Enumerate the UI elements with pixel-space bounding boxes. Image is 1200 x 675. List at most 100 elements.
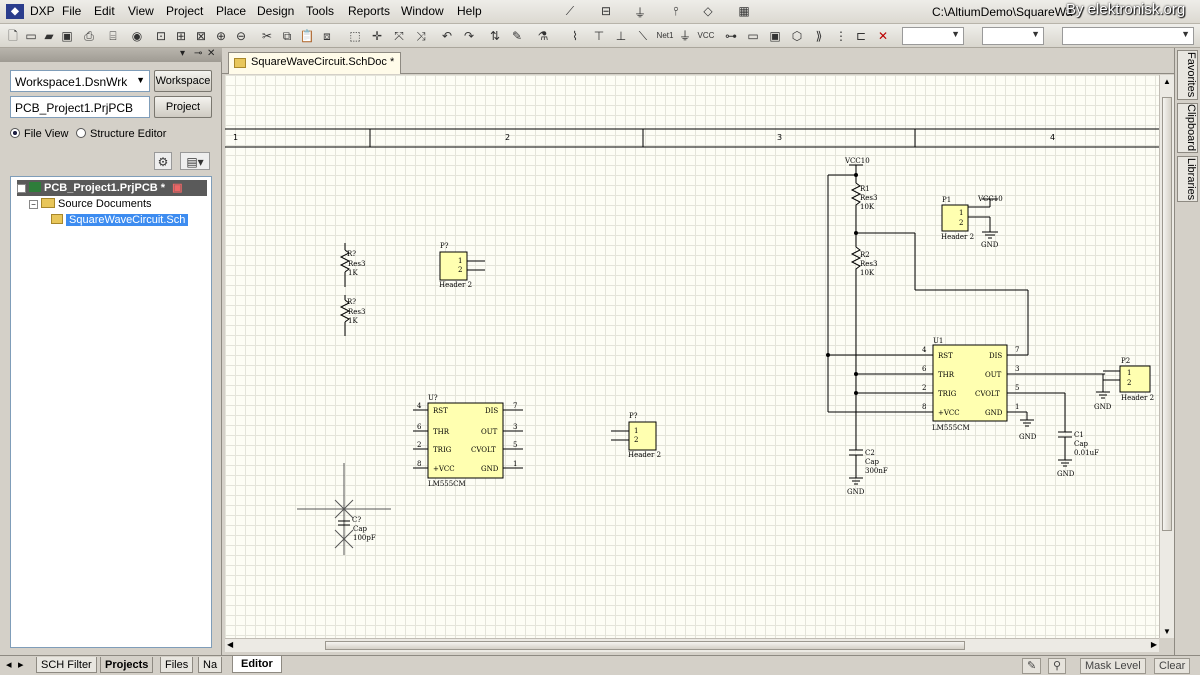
cross-probe-icon[interactable]: ✎ — [508, 27, 526, 45]
capacitor-c2[interactable]: C2 Cap 300nF — [849, 449, 888, 475]
collapse-icon[interactable]: − — [17, 184, 26, 193]
resistor-r2[interactable]: R2 Res3 10K — [852, 247, 877, 280]
tree-project-node[interactable]: −PCB_Project1.PrjPCB * ▣ — [17, 180, 207, 196]
project-field[interactable]: PCB_Project1.PrjPCB — [10, 96, 150, 118]
print-preview-icon[interactable]: ⌸ — [104, 27, 122, 45]
copy-icon[interactable]: ⧉ — [278, 27, 296, 45]
menu-file[interactable]: File — [62, 4, 81, 18]
project-button[interactable]: Project — [154, 96, 212, 118]
new-icon[interactable]: 🗋 — [4, 27, 22, 45]
place-bus-icon[interactable]: ⊤ — [590, 27, 608, 45]
header-unplaced-b[interactable]: P? 1 2 Header 2 — [611, 412, 661, 459]
cut-icon[interactable]: ✂ — [258, 27, 276, 45]
tab-scroll-right-icon[interactable]: ▸ — [14, 657, 28, 673]
align-tool-icon[interactable]: ⊟ — [598, 4, 614, 19]
panel-close-icon[interactable]: ✕ — [207, 48, 215, 59]
probe-tool-icon[interactable]: ⫯ — [668, 4, 684, 19]
open-folder-icon[interactable]: ▰ — [40, 27, 58, 45]
zoom-area-icon[interactable]: ⊞ — [172, 27, 190, 45]
collapse-icon[interactable]: − — [29, 200, 38, 209]
menu-edit[interactable]: Edit — [94, 4, 115, 18]
horizontal-scrollbar[interactable]: ◀ ▶ — [225, 638, 1159, 652]
scroll-left-icon[interactable]: ◀ — [227, 640, 233, 649]
tab-files[interactable]: Files — [160, 657, 193, 673]
open-icon[interactable]: ▭ — [22, 27, 40, 45]
place-directive-icon[interactable]: ⊏ — [852, 27, 870, 45]
dxp-logo-icon[interactable]: ◆ — [6, 4, 24, 19]
no-erc-cross-icon[interactable]: ✕ — [874, 27, 892, 45]
structure-editor-radio[interactable]: Structure Editor — [76, 128, 166, 140]
place-port-icon[interactable]: ⟫ — [810, 27, 828, 45]
header-p1[interactable]: P1 1 2 Header 2 VCC10 GND — [941, 195, 1003, 249]
zoom-out-icon[interactable]: ⊖ — [232, 27, 250, 45]
paste-icon[interactable]: 📋 — [298, 27, 316, 45]
deselect-icon[interactable]: ⤧ — [390, 27, 408, 45]
place-net-label-button[interactable]: Net1 — [654, 27, 676, 45]
place-sheet-symbol-icon[interactable]: ▭ — [744, 27, 762, 45]
capacitor-at-cursor[interactable]: C? Cap 100pF — [297, 463, 391, 555]
filter-icon[interactable]: ⚲ — [1048, 658, 1066, 674]
hierarchy-icon[interactable]: ⇅ — [486, 27, 504, 45]
place-bus-entry-icon[interactable]: ⟍ — [634, 27, 652, 45]
header-p2[interactable]: P2 1 2 Header 2 — [1120, 357, 1154, 402]
menu-reports[interactable]: Reports — [348, 4, 390, 18]
vertical-scroll-thumb[interactable] — [1162, 97, 1172, 531]
workspace-select[interactable]: Workspace1.DsnWrk ▼ — [10, 70, 150, 92]
undo-icon[interactable]: ↶ — [438, 27, 456, 45]
select-area-icon[interactable]: ⬚ — [346, 27, 364, 45]
tree-folder-node[interactable]: −Source Documents — [29, 196, 152, 212]
workspace-button[interactable]: Workspace — [154, 70, 212, 92]
zoom-selected-icon[interactable]: ⊠ — [192, 27, 210, 45]
tree-document-node[interactable]: SquareWaveCircuit.Sch — [51, 212, 188, 228]
shape-tool-icon[interactable]: ◇ — [700, 4, 716, 19]
menu-place[interactable]: Place — [216, 4, 246, 18]
clear-filter-icon[interactable]: ⤨ — [412, 27, 430, 45]
redo-icon[interactable]: ↷ — [460, 27, 478, 45]
tab-clipboard[interactable]: Clipboard — [1177, 103, 1198, 153]
place-no-erc-icon[interactable]: ⋮ — [832, 27, 850, 45]
place-signal-harness-icon[interactable]: ⊥ — [612, 27, 630, 45]
rubber-stamp-icon[interactable]: ⧈ — [318, 27, 336, 45]
grid-tool-icon[interactable]: ▦ — [736, 4, 752, 19]
filter-combo-3[interactable]: ▼ — [1062, 27, 1194, 45]
wire-tool-icon[interactable]: ⟋ — [562, 4, 578, 19]
menu-design[interactable]: Design — [257, 4, 294, 18]
move-icon[interactable]: ✛ — [368, 27, 386, 45]
tab-favorites[interactable]: Favorites — [1177, 50, 1198, 100]
tab-libraries[interactable]: Libraries — [1177, 156, 1198, 202]
panel-menu-icon[interactable]: ▾ — [180, 48, 185, 59]
power-port-icon[interactable]: ⏚ — [632, 4, 648, 19]
tab-sch-filter[interactable]: SCH Filter — [36, 657, 97, 673]
schematic-sheet[interactable]: 1 2 3 4 R? Res3 1K R? Res3 1K — [225, 75, 1159, 638]
resistor-unplaced-b[interactable]: R? Res3 1K — [341, 295, 365, 336]
menu-window[interactable]: Window — [401, 4, 444, 18]
schematic-editor-canvas[interactable]: 1 2 3 4 R? Res3 1K R? Res3 1K — [225, 75, 1159, 638]
menu-tools[interactable]: Tools — [306, 4, 334, 18]
clear-button[interactable]: Clear — [1154, 658, 1190, 674]
file-view-radio[interactable]: File View — [10, 128, 68, 140]
capacitor-c1[interactable]: C1 Cap 0.01uF — [1058, 431, 1099, 457]
place-wire-icon[interactable]: ⌇ — [566, 27, 584, 45]
browse-library-icon[interactable]: ⚗ — [534, 27, 552, 45]
filter-combo-1[interactable]: ▼ — [902, 27, 964, 45]
scroll-right-icon[interactable]: ▶ — [1151, 640, 1157, 649]
place-sheet-entry-icon[interactable]: ▣ — [766, 27, 784, 45]
header-unplaced-a[interactable]: P? 1 2 Header 2 — [439, 242, 485, 289]
vcc-power-port-button[interactable]: VCC — [696, 27, 716, 45]
vertical-scrollbar[interactable]: ▲ ▼ — [1159, 75, 1174, 638]
resistor-r1[interactable]: R1 Res3 10K — [852, 183, 877, 212]
horizontal-scroll-thumb[interactable] — [325, 641, 965, 650]
menu-dxp[interactable]: DXP — [30, 4, 55, 18]
menu-help[interactable]: Help — [457, 4, 482, 18]
zoom-fit-icon[interactable]: ⊡ — [152, 27, 170, 45]
scroll-down-icon[interactable]: ▼ — [1163, 627, 1171, 636]
ic-u1-lm555[interactable]: U1 4 6 2 8 RST THR TRIG +VCC 7 3 5 1 DIS… — [922, 337, 1019, 432]
place-part-icon[interactable]: ⊶ — [722, 27, 740, 45]
tab-navigator[interactable]: Na — [198, 657, 222, 673]
place-device-sheet-icon[interactable]: ⬡ — [788, 27, 806, 45]
component-icon[interactable]: ◉ — [128, 27, 146, 45]
document-options-icon[interactable]: ▤▾ — [180, 152, 210, 170]
zoom-in-icon[interactable]: ⊕ — [212, 27, 230, 45]
gnd-power-port-icon[interactable]: ⏚ — [676, 27, 694, 45]
panel-pin-icon[interactable]: ⊸ — [194, 48, 202, 59]
